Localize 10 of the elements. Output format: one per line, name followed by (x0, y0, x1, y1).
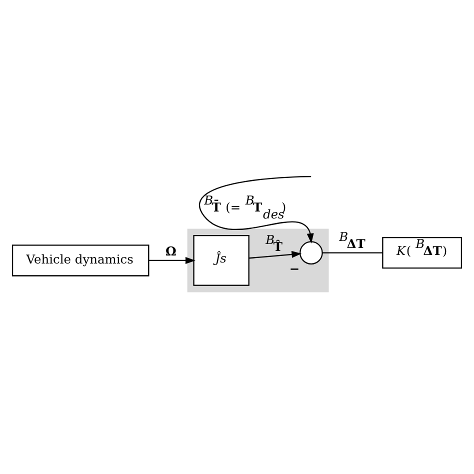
node-box: Ĵs (193, 235, 250, 286)
node-box: Vehicle dynamics (12, 244, 150, 276)
connector (322, 252, 383, 254)
node-label: − (289, 262, 300, 276)
node-circle (300, 241, 323, 264)
arrow (249, 250, 302, 259)
arrow (199, 176, 314, 244)
edge-label: Ω (165, 244, 176, 259)
arrow (148, 256, 196, 264)
cluster (187, 228, 329, 292)
